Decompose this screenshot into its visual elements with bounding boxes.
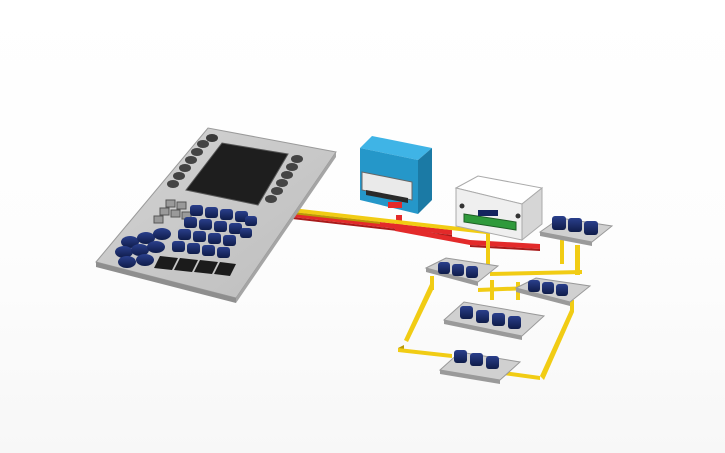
black-keys[interactable] [154,256,236,276]
keyboard-terminal[interactable] [95,127,337,303]
blue-keypad[interactable] [172,205,257,258]
block-2[interactable] [424,257,500,286]
printer-paper-slot[interactable] [361,171,413,201]
terminal-screen [185,142,289,206]
controller-box[interactable] [454,175,544,242]
pcb-connector [463,213,517,231]
block-1[interactable] [538,216,614,246]
yellow-wire [292,208,582,380]
grey-keys[interactable] [153,199,192,224]
block-3[interactable] [514,277,592,306]
right-button-column[interactable] [265,155,303,203]
round-keys[interactable] [115,228,171,268]
printer-module[interactable] [360,136,432,214]
wire-network [292,208,582,380]
block-5[interactable] [438,350,522,384]
block-4[interactable] [442,301,546,340]
left-button-column[interactable] [167,134,218,188]
